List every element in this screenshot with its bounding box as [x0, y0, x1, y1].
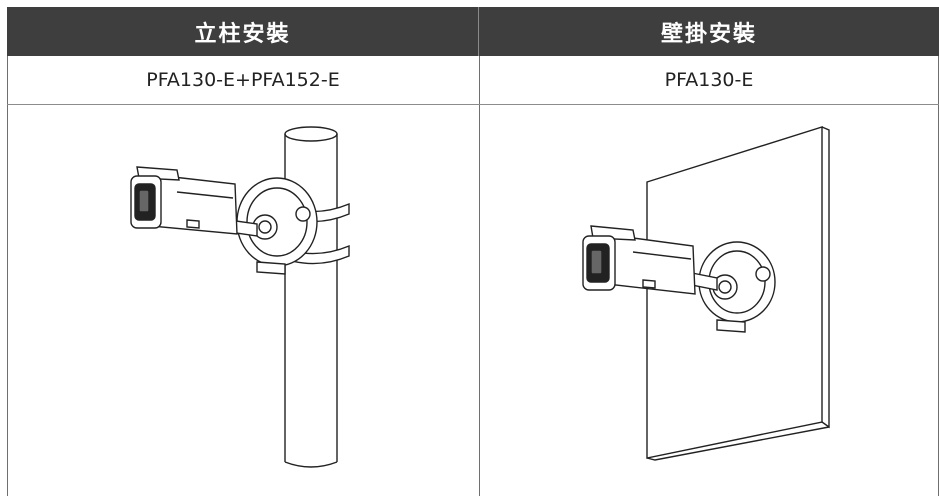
left-border	[7, 56, 8, 496]
column-divider	[479, 56, 480, 496]
model-wall-mount: PFA130-E	[664, 69, 754, 91]
model-pole-mount: PFA130-E+PFA152-E	[146, 69, 340, 91]
wall-mount-illustration	[582, 126, 830, 461]
header-pole-mount: 立柱安裝	[7, 7, 479, 56]
header-wall-mount: 壁掛安裝	[479, 7, 939, 56]
pole-mount-illustration	[130, 126, 350, 468]
mounting-table: 立柱安裝 壁掛安裝 PFA130-E+PFA152-E PFA130-E	[7, 7, 939, 496]
row-divider	[7, 104, 939, 105]
